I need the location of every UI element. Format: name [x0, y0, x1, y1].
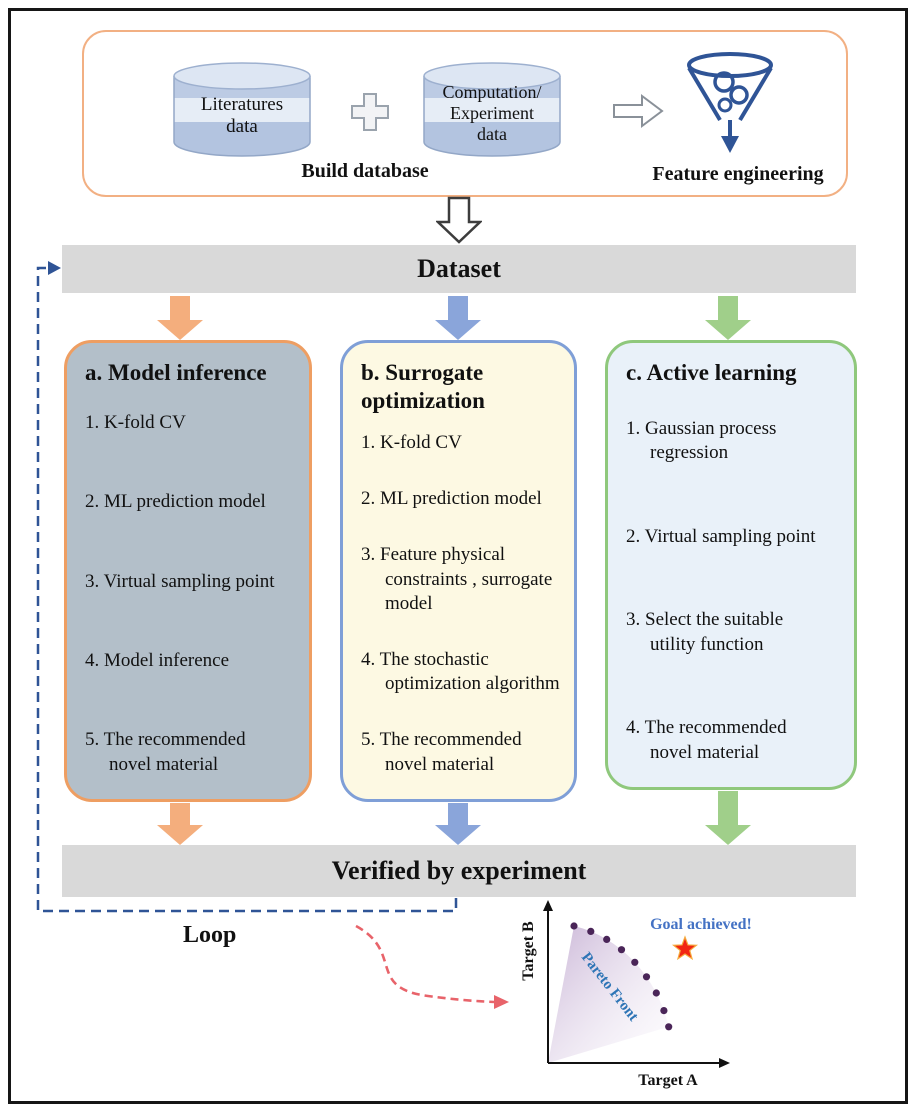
- star-icon: [671, 935, 699, 961]
- list-item: 1. K-fold CV: [85, 412, 186, 434]
- pareto-point: [660, 1007, 668, 1015]
- pareto-point: [603, 935, 611, 943]
- active-learning-title: c. Active learning: [626, 360, 797, 385]
- model-inference-panel: a. Model inference 1. K-fold CV 2. ML pr…: [64, 340, 312, 802]
- branch-arrow-orange-icon: [157, 296, 203, 340]
- pareto-point: [631, 958, 639, 966]
- pareto-point: [587, 927, 595, 935]
- list-item: 2. Virtual sampling point: [626, 525, 816, 547]
- feature-engineering-caption: Feature engineering: [652, 163, 824, 185]
- y-axis-arrow-icon: [543, 900, 553, 911]
- x-axis-arrow-icon: [719, 1058, 730, 1068]
- database-icon: [423, 62, 561, 157]
- build-database-caption: Build database: [301, 160, 429, 182]
- active-learning-panel: c. Active learning 1. Gaussian process r…: [605, 340, 857, 790]
- pareto-point: [665, 1023, 673, 1031]
- active-learning-list: 1. Gaussian process regression 2. Virtua…: [622, 417, 840, 769]
- verified-bar: Verified by experiment: [62, 845, 856, 897]
- pareto-point: [652, 989, 660, 997]
- goal-achieved-label: Goal achieved!: [650, 916, 752, 933]
- list-item: 2. ML prediction model: [361, 488, 542, 510]
- down-arrow-icon: [436, 196, 482, 244]
- target-b-label: Target B: [520, 921, 537, 981]
- pareto-point: [570, 922, 578, 930]
- dataset-label: Dataset: [417, 254, 501, 283]
- list-item: 4. The stochastic optimization algorithm: [361, 648, 560, 695]
- verify-arrow-orange-icon: [157, 803, 203, 845]
- surrogate-optimization-title: b. Surrogate optimization: [361, 360, 485, 414]
- pareto-points: [570, 922, 673, 1031]
- literatures-db-label: Literatures data: [200, 94, 284, 138]
- plus-icon: [351, 93, 389, 131]
- computation-db-cylinder: Computation/ Experiment data: [418, 60, 566, 162]
- pareto-point: [642, 973, 651, 981]
- dataset-bar: Dataset: [62, 245, 856, 293]
- list-item: 5. The recommended novel material: [361, 729, 522, 775]
- list-item: 5. The recommended novel material: [85, 729, 246, 775]
- list-item: 4. Model inference: [85, 650, 230, 672]
- surrogate-optimization-list: 1. K-fold CV 2. ML prediction model 3. F…: [357, 431, 560, 781]
- pareto-region: [548, 926, 669, 1063]
- loop-label: Loop: [183, 922, 237, 948]
- verify-arrow-blue-icon: [435, 803, 481, 845]
- list-item: 3. Select the suitable utility function: [626, 609, 784, 655]
- figure-border: [8, 8, 908, 1104]
- literatures-db-cylinder: Literatures data: [168, 60, 316, 162]
- model-inference-title: a. Model inference: [85, 360, 267, 385]
- arrow-right-icon: [613, 94, 664, 128]
- verify-arrow-green-icon: [705, 791, 751, 845]
- database-icon: [173, 62, 311, 157]
- branch-arrow-green-icon: [705, 296, 751, 340]
- target-a-label: Target A: [638, 1072, 698, 1089]
- funnel-icon: [687, 52, 773, 153]
- list-item: 3. Feature physical constraints , surrog…: [361, 544, 553, 614]
- list-item: 4. The recommended novel material: [626, 717, 787, 763]
- computation-db-label: Computation/ Experiment data: [442, 82, 542, 145]
- surrogate-optimization-panel: b. Surrogate optimization 1. K-fold CV 2…: [340, 340, 577, 802]
- verified-label: Verified by experiment: [331, 856, 587, 885]
- model-inference-list: 1. K-fold CV 2. ML prediction model 3. V…: [81, 411, 295, 781]
- list-item: 1. K-fold CV: [361, 432, 462, 454]
- pareto-chart: Target B Target A Pareto Front Goal achi…: [520, 900, 752, 1089]
- list-item: 3. Virtual sampling point: [85, 570, 275, 592]
- branch-arrow-blue-icon: [435, 296, 481, 340]
- list-item: 2. ML prediction model: [85, 491, 266, 513]
- list-item: 1. Gaussian process regression: [626, 418, 777, 464]
- pareto-point: [617, 946, 626, 954]
